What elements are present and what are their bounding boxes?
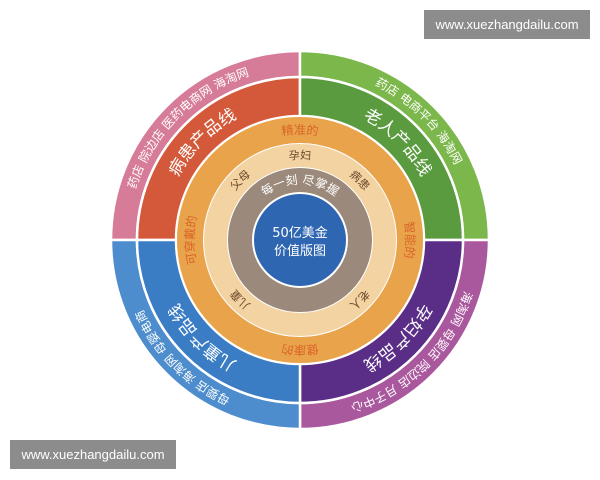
watermark-top: www.xuezhangdailu.com <box>424 10 590 39</box>
center-title-line1: 50亿美金 <box>272 225 328 241</box>
product-line-sector-children <box>135 238 302 405</box>
attribute-label-1: 智能的 <box>402 221 418 260</box>
center-title-line2: 价值版图 <box>274 243 326 259</box>
attribute-label-2: 健康的 <box>281 342 320 358</box>
center-circle <box>254 194 346 286</box>
attribute-label-0: 精准的 <box>281 122 320 138</box>
attribute-ring <box>177 117 423 363</box>
attribute-label-2-text: 健康的 <box>281 342 320 358</box>
attribute-label-0-text: 精准的 <box>281 122 320 138</box>
inner-ring <box>228 168 372 312</box>
people-ring <box>204 144 396 336</box>
watermark-bottom: www.xuezhangdailu.com <box>10 440 176 469</box>
attribute-label-1-text: 智能的 <box>402 221 418 260</box>
